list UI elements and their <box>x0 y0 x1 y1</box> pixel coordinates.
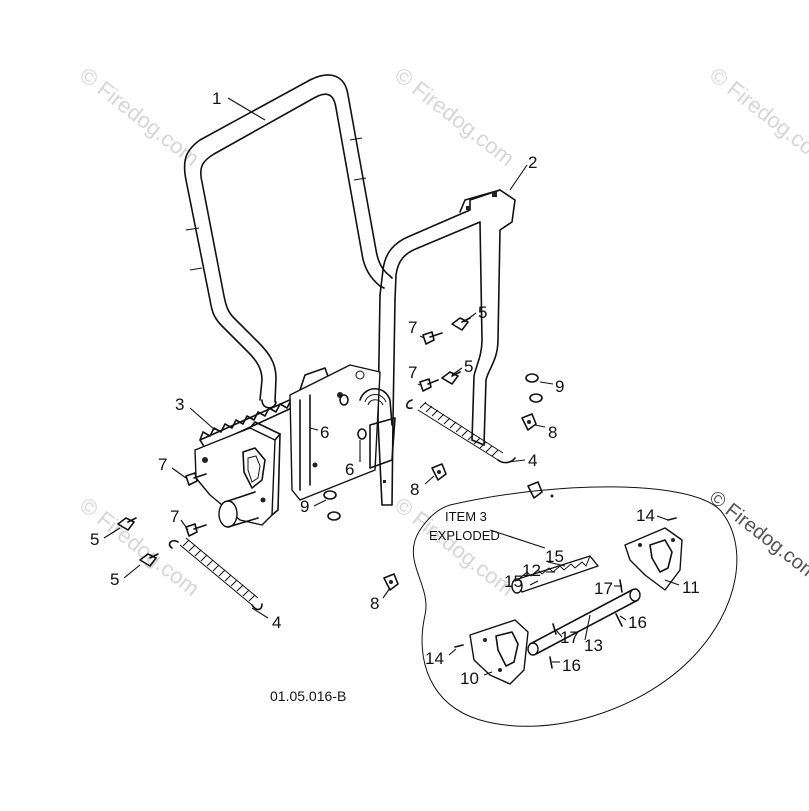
callout-15-lower: 15 <box>504 572 523 591</box>
watermark-1: © Firedog.com <box>75 62 204 171</box>
drawing-number: 01.05.016-B <box>270 688 346 704</box>
callout-8-center: 8 <box>410 480 419 499</box>
pin-6-lower <box>357 428 367 440</box>
pin-17-left <box>552 623 557 635</box>
exploded-view <box>412 486 738 727</box>
callout-6-upper: 6 <box>320 423 329 442</box>
nut-8-center <box>431 463 447 481</box>
exploded-label-line1: ITEM 3 <box>445 509 487 524</box>
callout-5-upper: 5 <box>478 303 487 322</box>
callout-17-left: 17 <box>560 628 579 647</box>
nut-8-right <box>521 413 537 431</box>
callout-7-lower: 7 <box>170 507 179 526</box>
callout-9-center: 9 <box>300 497 309 516</box>
callout-7-left: 7 <box>158 455 167 474</box>
washer-9-center <box>323 490 341 521</box>
pin-16-right <box>615 613 623 627</box>
pin-6-upper <box>339 394 349 406</box>
callout-1: 1 <box>212 89 221 108</box>
nut-loose-right <box>527 481 554 499</box>
callout-5-left-lower: 5 <box>110 570 119 589</box>
plate-10 <box>469 619 529 685</box>
shaft-13 <box>527 588 641 656</box>
pin-14-lower <box>454 644 464 648</box>
callout-4-lower: 4 <box>272 613 281 632</box>
bolt-7-middle <box>419 378 439 392</box>
callout-16-left: 16 <box>562 656 581 675</box>
callout-15-upper: 15 <box>545 547 564 566</box>
bolt-7-lower <box>185 523 207 537</box>
callout-8-right: 8 <box>548 423 557 442</box>
watermark-2: © Firedog.com <box>390 62 519 171</box>
spring-upper <box>405 399 516 464</box>
callout-13: 13 <box>584 636 603 655</box>
nut-8-bottom <box>383 573 399 591</box>
pin-14-upper <box>667 517 677 521</box>
stud-5-left-lower <box>139 553 159 567</box>
stud-5-middle <box>441 371 461 385</box>
callout-17-right: 17 <box>594 579 613 598</box>
callout-2: 2 <box>528 153 537 172</box>
pin-16-left <box>549 656 553 669</box>
ratchet-bar-12 <box>511 555 599 594</box>
watermark-3: © Firedog.com <box>705 62 809 171</box>
callout-14-lower: 14 <box>425 649 444 668</box>
callout-14-upper: 14 <box>636 506 655 525</box>
plate-11 <box>624 527 683 591</box>
washer-9-right <box>525 373 543 403</box>
callout-5-middle: 5 <box>464 357 473 376</box>
ratchet-bracket-assembly <box>194 364 396 528</box>
callout-7-middle: 7 <box>408 363 417 382</box>
bolt-7-upper <box>422 331 443 345</box>
callout-3: 3 <box>175 395 184 414</box>
leader-lines <box>103 97 680 676</box>
bolt-7-left <box>185 472 207 486</box>
fasteners <box>117 317 554 591</box>
watermarks: © Firedog.com © Firedog.com © Firedog.co… <box>75 62 809 601</box>
callout-7-upper: 7 <box>408 318 417 337</box>
stud-5-left-upper <box>117 517 137 531</box>
callout-10: 10 <box>460 669 479 688</box>
watermark-6: © Firedog.com <box>705 487 809 585</box>
callout-16-right: 16 <box>628 613 647 632</box>
callout-11: 11 <box>682 578 700 597</box>
callout-6-lower: 6 <box>345 460 354 479</box>
handle-main <box>183 74 393 409</box>
callout-9-right: 9 <box>555 377 564 396</box>
callout-labels: 1 2 3 4 4 5 5 5 5 6 6 7 7 7 7 8 8 8 9 9 … <box>90 89 700 704</box>
callout-12: 12 <box>522 561 541 580</box>
exploded-label-line2: EXPLODED <box>429 528 500 543</box>
spring-lower <box>168 537 263 611</box>
callout-4-upper: 4 <box>528 451 537 470</box>
callout-8-bottom: 8 <box>370 594 379 613</box>
callout-5-left-upper: 5 <box>90 530 99 549</box>
